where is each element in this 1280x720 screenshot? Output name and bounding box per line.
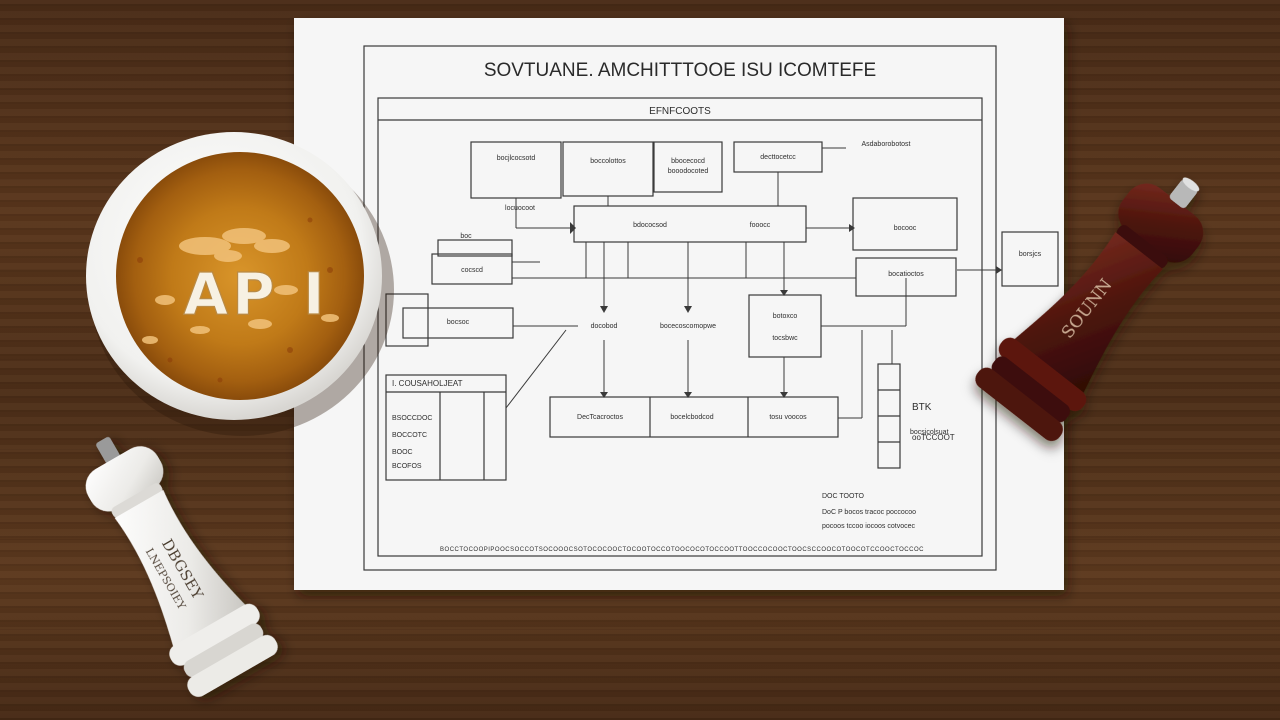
schema-table-row: BOCCOTC bbox=[392, 432, 427, 439]
far-right-box bbox=[1001, 231, 1059, 287]
node-label: bocsoc bbox=[447, 319, 470, 326]
grinder-cap bbox=[85, 446, 164, 512]
soup-bowl: AP I bbox=[86, 132, 394, 436]
legend-row: pocoos tccoo iocoos cotvocec bbox=[822, 523, 915, 530]
grinder-body bbox=[114, 489, 247, 648]
left-box-1 bbox=[431, 253, 513, 285]
frame-label: EFNFCOOTS bbox=[649, 106, 711, 117]
node-label: boc bbox=[460, 233, 472, 240]
dark-pepper-grinder: SOUNN bbox=[975, 177, 1204, 441]
diagram-text: SOVTUANE. AMCHITTTOOE ISU ICOMTEFE EFNFC… bbox=[392, 60, 1042, 553]
schema-table-title: I. COUSAHOLJEAT bbox=[392, 379, 463, 388]
inner-frame bbox=[377, 97, 983, 557]
legend-row: DoC P bocos tracoc poccocoo bbox=[822, 509, 916, 516]
node-label: decttocetcc bbox=[760, 154, 796, 161]
schema-table-row: BCOFOS bbox=[392, 463, 422, 470]
schema-table-row: BOOC bbox=[392, 449, 413, 456]
grinder-cap bbox=[1118, 183, 1204, 263]
node-label: docobod bbox=[591, 323, 618, 330]
central-bus-box bbox=[573, 205, 807, 243]
arrow-heads bbox=[570, 222, 1002, 398]
soup-noodles bbox=[142, 228, 339, 344]
schema-table-row: BSOCCDOC bbox=[392, 415, 432, 422]
node-label: tosu voocos bbox=[769, 414, 807, 421]
left-box-edge bbox=[385, 293, 429, 347]
legend-title: DOC TOOTO bbox=[822, 493, 865, 500]
soup-spices bbox=[137, 217, 333, 383]
connector-lines bbox=[505, 147, 1002, 419]
soup-broth bbox=[116, 152, 364, 400]
grinder-knob bbox=[96, 436, 120, 464]
alphabet-letters: AP I bbox=[183, 260, 328, 328]
left-box-small bbox=[437, 239, 513, 257]
grinder-body bbox=[1013, 232, 1163, 395]
node-label: bbocecocd bbox=[671, 158, 705, 165]
node-label: bocooc bbox=[894, 225, 917, 232]
right-box-1 bbox=[852, 197, 958, 251]
schema-table bbox=[385, 374, 507, 481]
node-label: bocjlcocsotd bbox=[497, 155, 536, 162]
node-label: botoxco bbox=[773, 313, 798, 320]
node-label: cocscd bbox=[461, 267, 483, 274]
node-label: bocelcbodcod bbox=[670, 414, 713, 421]
node-label: bocatioctos bbox=[888, 271, 924, 278]
bottom-row-box bbox=[549, 396, 839, 438]
node-label: bdococsod bbox=[633, 222, 667, 229]
annotation-label: Asdaborobotost bbox=[861, 141, 910, 148]
paper-sheet bbox=[294, 18, 1064, 590]
node-label: DecTcacroctos bbox=[577, 414, 623, 421]
node-label: locuocoot bbox=[505, 205, 535, 212]
footer-text: BOCCTOCOOPIPOOCSOCCOTSOCOOOCSOTOCOCOOCTO… bbox=[440, 547, 924, 553]
left-box-2 bbox=[402, 307, 514, 339]
node-label: bocsjcolsuat bbox=[910, 429, 949, 436]
diagram-title: SOVTUANE. AMCHITTTOOE ISU ICOMTEFE bbox=[484, 60, 876, 81]
node-label: tocsbwc bbox=[772, 335, 798, 342]
node-label: booodocoted bbox=[668, 168, 709, 175]
white-salt-grinder: DBGSEY LNEPSOIEY bbox=[85, 436, 278, 697]
node-label: bocecoscomopwe bbox=[660, 323, 716, 330]
node-label: boccolottos bbox=[590, 158, 626, 165]
architecture-paper bbox=[294, 18, 1064, 590]
side-label: BTK bbox=[912, 402, 932, 413]
side-sublabel: ooTCCOOT bbox=[912, 433, 955, 442]
node-label: borsjcs bbox=[1019, 251, 1042, 258]
node-box-3 bbox=[653, 141, 723, 193]
node-label: fooocc bbox=[750, 222, 771, 229]
architecture-diagram bbox=[363, 45, 1059, 571]
